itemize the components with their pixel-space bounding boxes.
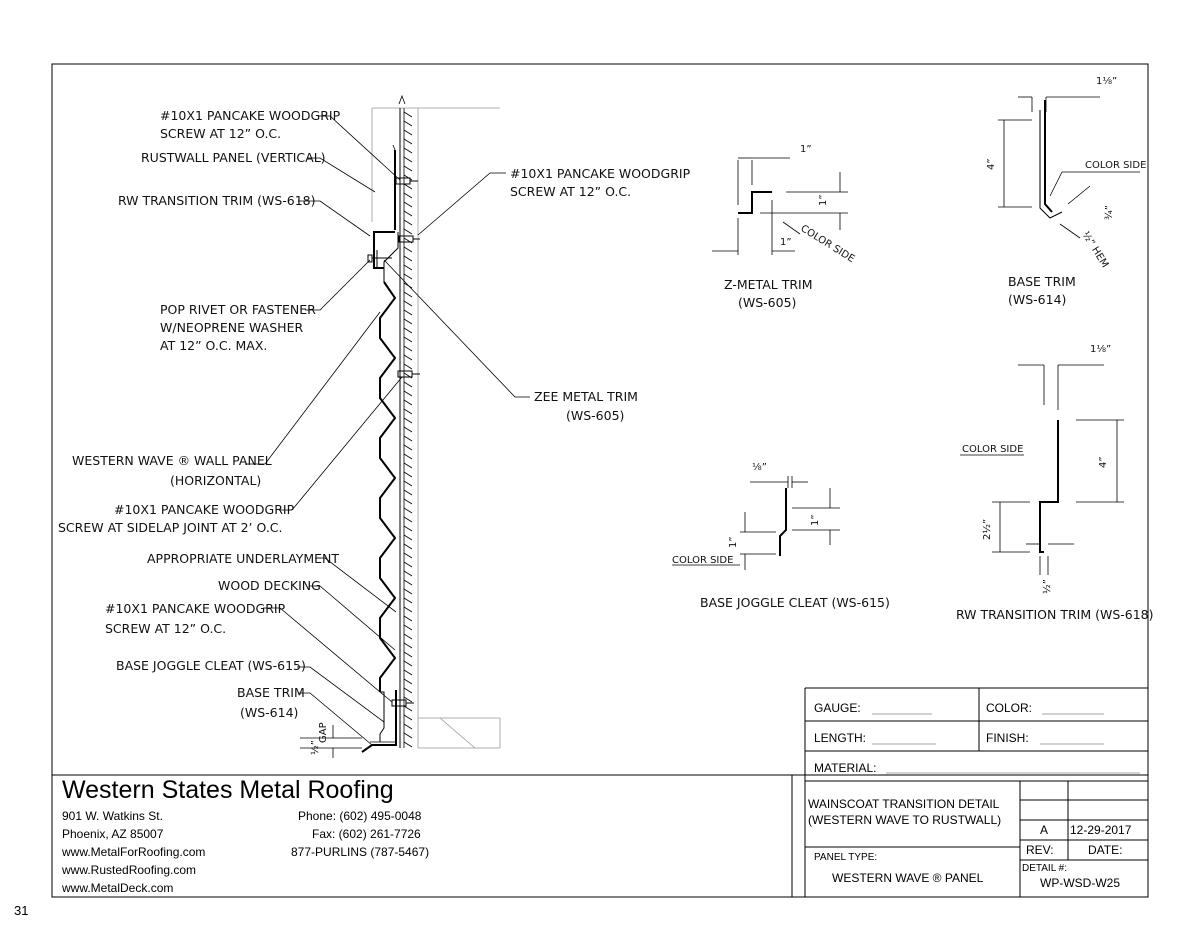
rw-title: RW TRANSITION TRIM (WS-618) [956,607,1154,622]
detail-label: DETAIL #: [1022,863,1067,874]
panel-type-value: WESTERN WAVE ® PANEL [832,871,984,885]
callout-zee-trim-1: ZEE METAL TRIM [534,389,638,404]
gauge-label: GAUGE: [814,701,861,715]
callout-gap: GAP [318,722,329,743]
callout-western-wave-2: (HORIZONTAL) [170,473,261,488]
callout-screw-top-1: #10X1 PANCAKE WOODGRIP [160,108,341,123]
callout-pop-rivet-3: AT 12” O.C. MAX. [160,338,267,353]
detail-number: WP-WSD-W25 [1040,876,1120,890]
callout-underlayment: APPROPRIATE UNDERLAYMENT [147,551,339,566]
rw-dim-left: 2½” [981,519,993,540]
rw-dim-top: 1⅛” [1090,344,1111,355]
base-trim-title-2: (WS-614) [1008,292,1066,307]
z-metal-title-1: Z-METAL TRIM [724,277,812,292]
callout-base-trim-1: BASE TRIM [237,685,305,700]
base-joggle-title: BASE JOGGLE CLEAT (WS-615) [700,595,890,610]
company-address-1: 901 W. Watkins St. [62,809,163,823]
profile-base-joggle: ⅛” 1” 1” COLOR SIDE BASE JOGGLE CLEAT (W… [672,462,890,610]
callout-western-wave-1: WESTERN WAVE ® WALL PANEL [72,453,272,468]
base-trim-dim-hem: ½” HEM [1079,229,1111,270]
company-address-2: Phoenix, AZ 85007 [62,827,164,841]
company-web-3: www.MetalDeck.com [61,881,173,895]
z-metal-title-2: (WS-605) [738,295,796,310]
callout-rustwall-panel: RUSTWALL PANEL (VERTICAL) [141,150,326,165]
callout-base-trim-2: (WS-614) [240,705,298,720]
callout-pop-rivet-2: W/NEOPRENE WASHER [160,320,303,335]
callout-gap-dim: ½” [309,740,321,755]
date-label: DATE: [1088,843,1122,857]
callout-wood-decking: WOOD DECKING [218,578,321,593]
base-joggle-dim-right: 1” [810,514,821,526]
z-metal-dim-left: 1” [780,237,792,248]
base-trim-dim-top: 1⅛” [1096,76,1117,87]
base-joggle-dim-top: ⅛” [752,462,767,473]
callout-screw-bottom-1: #10X1 PANCAKE WOODGRIP [105,601,286,616]
company-web-2: www.RustedRoofing.com [61,863,196,877]
callout-screw-right-1: #10X1 PANCAKE WOODGRIP [510,166,691,181]
date-value: 12-29-2017 [1070,823,1132,837]
rev-letter: A [1040,823,1048,837]
callout-zee-trim-2: (WS-605) [566,408,624,423]
z-metal-dim-top: 1” [800,144,812,155]
callout-screw-sidelap-2: SCREW AT SIDELAP JOINT AT 2’ O.C. [58,520,283,535]
callout-screw-right-2: SCREW AT 12” O.C. [510,184,631,199]
callout-screw-sidelap-1: #10X1 PANCAKE WOODGRIP [114,502,295,517]
callout-screw-top-2: SCREW AT 12” O.C. [160,126,281,141]
base-trim-dim-height: 4” [986,158,997,170]
rw-dim-bottom: ½” [1041,579,1053,594]
company-purlins: 877-PURLINS (787-5467) [291,845,429,859]
rw-color-side: COLOR SIDE [962,444,1023,455]
callout-base-joggle-cleat: BASE JOGGLE CLEAT (WS-615) [116,658,306,673]
page-number: 31 [14,903,28,918]
profile-base-trim: 1⅛” 4” COLOR SIDE ¾” ½” HEM BASE TRIM (W… [986,76,1146,307]
color-label: COLOR: [986,701,1032,715]
finish-label: FINISH: [986,731,1029,745]
title-block: GAUGE: COLOR: LENGTH: FINISH: MATERIAL: … [804,687,1148,897]
section-drawing: #10X1 PANCAKE WOODGRIP SCREW AT 12” O.C.… [58,94,691,758]
base-trim-color-side: COLOR SIDE [1085,160,1146,171]
profile-rw-transition: 1⅛” 4” COLOR SIDE 2½” ½” RW TRANSITION T… [956,344,1154,622]
callout-rw-transition-trim: RW TRANSITION TRIM (WS-618) [118,193,316,208]
callout-pop-rivet-1: POP RIVET OR FASTENER [160,302,316,317]
z-metal-dim-right: 1” [818,194,829,206]
base-trim-dim-diag: ¾” [1104,205,1115,220]
drawing-title-1: WAINSCOAT TRANSITION DETAIL [808,797,1000,811]
company-name: Western States Metal Roofing [62,776,394,804]
material-label: MATERIAL: [814,761,876,775]
company-block: Western States Metal Roofing 901 W. Watk… [61,776,429,895]
panel-type-label: PANEL TYPE: [814,852,877,863]
base-joggle-color-side: COLOR SIDE [672,555,733,566]
profile-z-metal: 1” 1” 1” COLOR SIDE Z-METAL TRIM (WS-605… [712,144,856,310]
rev-label: REV: [1026,843,1054,857]
base-trim-title-1: BASE TRIM [1008,274,1076,289]
z-metal-color-side: COLOR SIDE [798,223,856,265]
company-phone: Phone: (602) 495-0048 [298,809,422,823]
sheet-border [51,63,1149,898]
base-joggle-dim-left: 1” [728,536,739,548]
callout-screw-bottom-2: SCREW AT 12” O.C. [105,621,226,636]
drawing-title-2: (WESTERN WAVE TO RUSTWALL) [808,813,1001,827]
company-fax: Fax: (602) 261-7726 [312,827,421,841]
length-label: LENGTH: [814,731,866,745]
rw-dim-height: 4” [1098,456,1109,468]
company-web-1: www.MetalForRoofing.com [61,845,205,859]
